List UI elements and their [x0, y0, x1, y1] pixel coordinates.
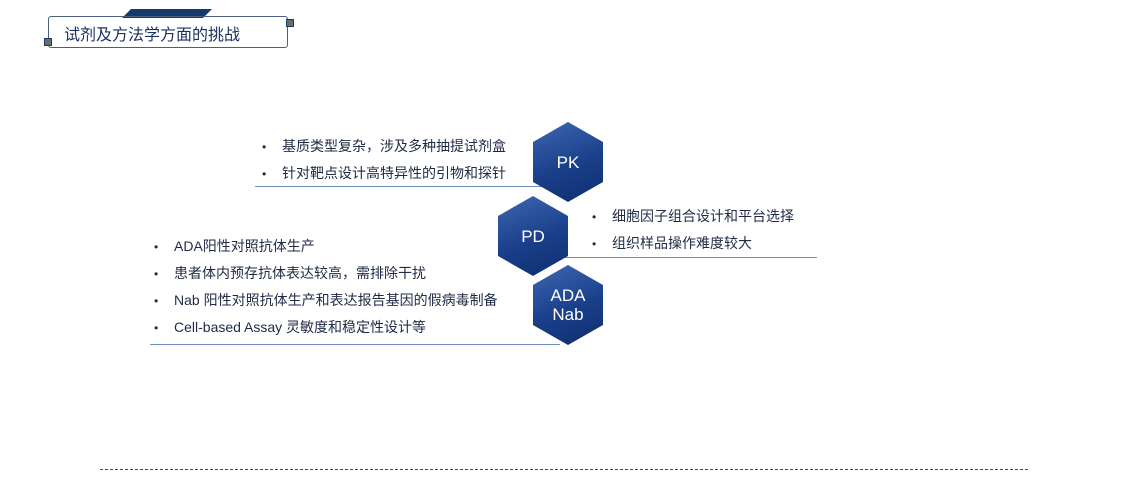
title-box: [48, 16, 288, 48]
ada-item: •ADA阳性对照抗体生产: [154, 238, 315, 254]
pk-underline: [255, 186, 545, 187]
section-title: 试剂及方法学方面的挑战: [64, 27, 241, 44]
footer-divider: [100, 469, 1028, 470]
title-corner-marker: [44, 38, 52, 46]
pd-underline: [560, 257, 817, 258]
pk-item: •针对靶点设计高特异性的引物和探针: [262, 165, 506, 181]
ada-item: •患者体内预存抗体表达较高，需排除干扰: [154, 265, 426, 281]
title-corner-marker: [286, 19, 294, 27]
title-tab-decoration: [122, 9, 212, 18]
ada-item: •Cell-based Assay 灵敏度和稳定性设计等: [154, 319, 427, 335]
pd-item: •细胞因子组合设计和平台选择: [592, 208, 794, 224]
pd-item: •组织样品操作难度较大: [592, 235, 752, 251]
pd-hexagon: PD: [498, 196, 568, 276]
pk-hexagon: PK: [533, 122, 603, 202]
ada-item: •Nab 阳性对照抗体生产和表达报告基因的假病毒制备: [154, 292, 498, 308]
pk-item: •基质类型复杂，涉及多种抽提试剂盒: [262, 138, 506, 154]
ada-underline: [150, 344, 560, 345]
